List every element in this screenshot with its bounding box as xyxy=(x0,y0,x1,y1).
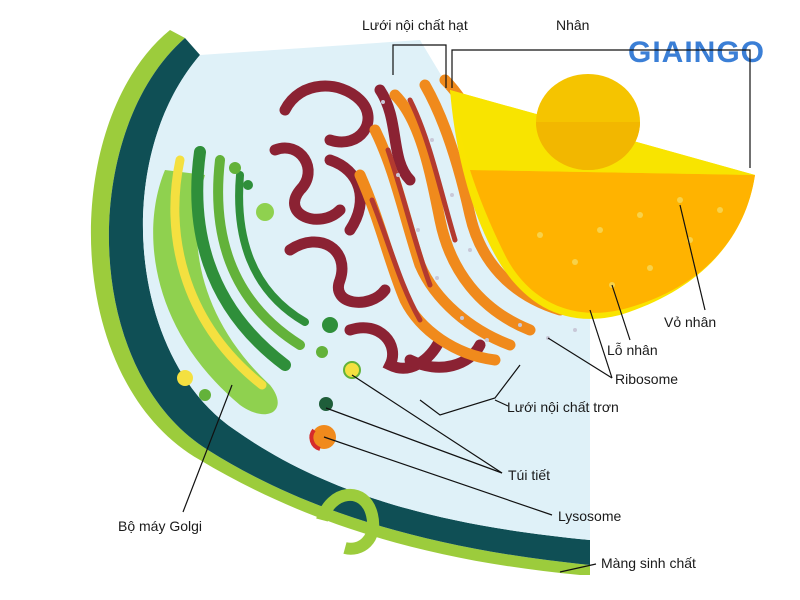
leader-smooth-er xyxy=(494,399,509,407)
vesicle-green-1 xyxy=(256,203,274,221)
vesicle-green-2 xyxy=(322,317,338,333)
secretory-vesicle-dark xyxy=(319,397,333,411)
label-secretory-vesicle: Túi tiết xyxy=(508,467,550,483)
leader-lysosome xyxy=(323,436,553,516)
nucleolus-shadow xyxy=(536,122,640,170)
label-smooth-er: Lưới nội chất trơn xyxy=(507,399,619,415)
leader-ribosome-1 xyxy=(547,337,613,379)
bracket-nucleus xyxy=(451,49,751,168)
label-rough-er: Lưới nội chất hạt xyxy=(362,17,468,33)
logo-text: GIAINGO xyxy=(628,36,765,69)
leader-pore xyxy=(611,284,631,341)
plasma-membrane-shape xyxy=(90,30,590,575)
leader-golgi xyxy=(182,384,233,513)
vesicle-green-3 xyxy=(316,346,328,358)
smooth-er-shape xyxy=(269,80,486,374)
label-nucleus: Nhân xyxy=(556,17,589,33)
label-nuclear-envelope: Vỏ nhân xyxy=(664,314,716,330)
label-nuclear-pore: Lỗ nhân xyxy=(607,342,658,358)
secretory-vesicle-yellow xyxy=(343,361,361,379)
bracket-rough-er xyxy=(392,44,447,88)
label-plasma-membrane: Màng sinh chất xyxy=(601,555,696,571)
cytoplasm-dark xyxy=(108,38,590,565)
label-ribosome: Ribosome xyxy=(615,371,678,387)
membrane-fold xyxy=(316,489,380,555)
leader-vesicle-2 xyxy=(325,407,503,474)
leader-envelope xyxy=(679,204,706,311)
leader-membrane xyxy=(559,563,597,573)
bracket-smooth-er xyxy=(419,364,521,416)
lysosome-highlight xyxy=(309,428,321,451)
label-lysosome: Lysosome xyxy=(558,508,622,524)
leader-ribosome-2 xyxy=(589,309,613,379)
rough-er-shape xyxy=(354,74,566,366)
leader-vesicle-1 xyxy=(351,374,503,474)
golgi-apparatus xyxy=(153,146,309,415)
label-golgi: Bộ máy Golgi xyxy=(118,518,202,534)
nucleus-shape xyxy=(470,170,755,313)
rough-er-dark-folds xyxy=(369,97,458,323)
